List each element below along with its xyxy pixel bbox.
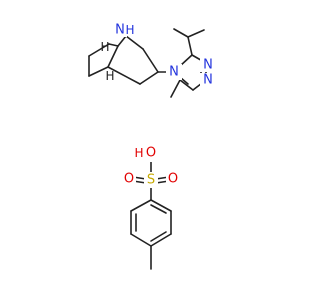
atom-labels: N H H H N N N O H S O O <box>100 22 214 188</box>
bond <box>170 79 181 98</box>
sulfur-atom: S <box>147 173 155 188</box>
bond <box>187 29 205 38</box>
bond <box>142 48 159 73</box>
bond <box>88 43 110 57</box>
sulfonyl-oxygen-left: O <box>124 172 134 187</box>
bond <box>88 66 109 77</box>
triazole-nitrogen-2: N <box>203 73 213 88</box>
sulfonyl-oxygen-right: O <box>168 172 178 187</box>
bond <box>107 66 141 85</box>
triazole-nitrogen-substituted: N <box>169 65 179 80</box>
bond <box>173 28 189 38</box>
hydroxyl-hydrogen: H <box>134 146 143 160</box>
bond <box>117 35 127 47</box>
hydroxyl-oxygen: O <box>146 146 156 161</box>
bond <box>179 79 194 91</box>
bond <box>130 233 152 247</box>
bond <box>180 77 189 85</box>
bond <box>108 43 119 47</box>
bridge-nitrogen: N <box>115 23 125 38</box>
chemical-structure: N H H H N N N O H S O O <box>88 22 214 270</box>
bridge-hydrogen: H <box>125 23 134 37</box>
tosylate-fragment <box>130 152 172 270</box>
bond <box>150 231 167 242</box>
bond <box>187 36 193 56</box>
bond <box>150 204 167 214</box>
stereo-hydrogen-bottom: H <box>105 69 114 83</box>
stereo-hydrogen-top: H <box>100 40 109 54</box>
bond <box>125 35 144 50</box>
bond <box>150 199 172 212</box>
bond <box>107 45 119 68</box>
azabicyclooctane-fragment <box>88 35 172 85</box>
triazole-nitrogen-1: N <box>203 58 213 73</box>
bond <box>130 199 152 212</box>
bond <box>139 71 159 85</box>
bond <box>150 233 172 247</box>
